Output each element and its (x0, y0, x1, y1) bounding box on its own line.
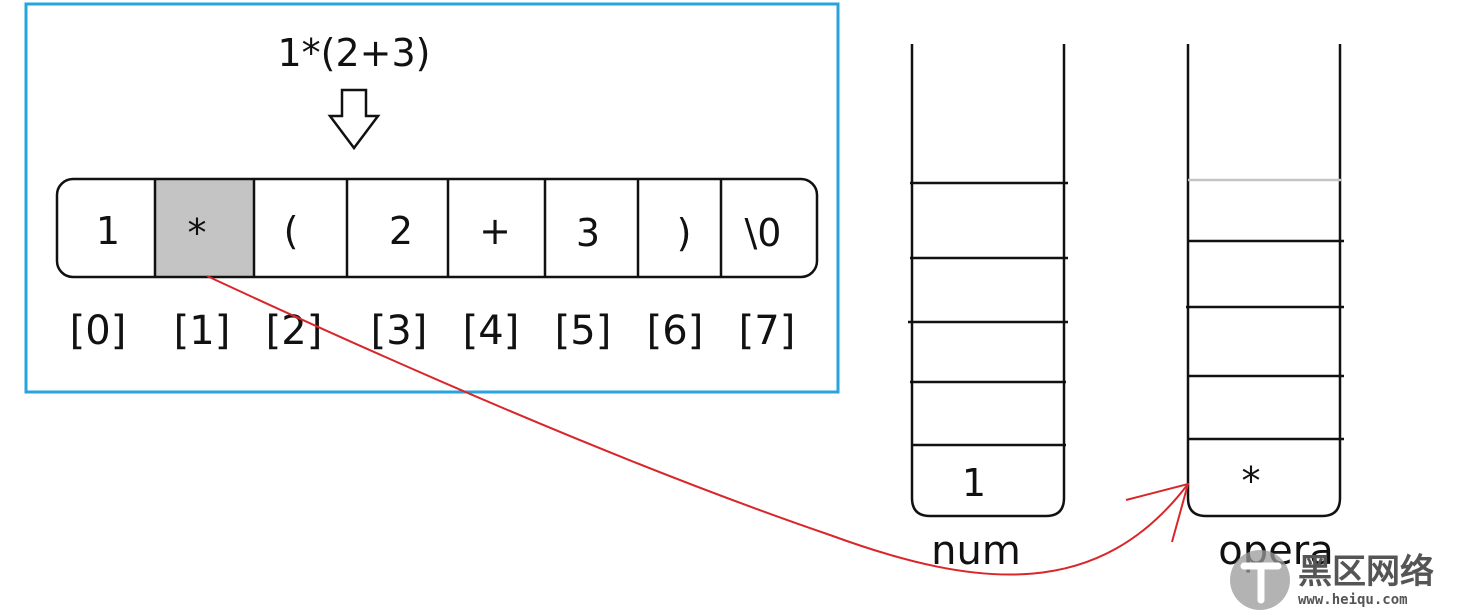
array-cell: + (479, 209, 511, 253)
array-index: [1] (174, 308, 231, 354)
array-cell: \0 (745, 211, 782, 255)
push-arrow-curve (206, 275, 1189, 576)
push-arrow-head-icon (1125, 482, 1190, 543)
array-frame (24, 2, 840, 394)
num-stack-outline (910, 44, 1066, 518)
array-cell: ( (284, 209, 299, 253)
array-cell: 3 (576, 211, 600, 255)
watermark: 黑区网络 www.heiqu.com (1230, 550, 1434, 610)
array-index: [3] (371, 308, 428, 354)
opera-stack-outline (1186, 44, 1342, 518)
expression-label: 1*(2+3) (277, 31, 430, 75)
array-index: [6] (647, 308, 704, 354)
array-index: [5] (555, 308, 612, 354)
array-index: [2] (266, 308, 323, 354)
array-index: [4] (463, 308, 520, 354)
watermark-url: www.heiqu.com (1298, 592, 1408, 608)
down-arrow-icon (327, 88, 381, 151)
watermark-logo-mark (1240, 562, 1282, 604)
num-stack-value: 1 (962, 461, 986, 505)
opera-stack: * opera (1186, 44, 1344, 574)
num-stack: 1 num (908, 44, 1068, 574)
array-outline (55, 177, 819, 279)
watermark-brand: 黑区网络 (1298, 552, 1434, 592)
array-index: [0] (70, 308, 127, 354)
num-stack-label: num (931, 528, 1021, 574)
char-array: 1 * ( 2 + 3 ) \0 (55, 177, 819, 279)
array-cell-highlight (155, 180, 253, 276)
array-cell: ) (677, 211, 692, 255)
array-index: [7] (739, 308, 796, 354)
array-cell: 1 (96, 209, 120, 253)
array-cell: 2 (389, 209, 413, 253)
push-arrow (206, 275, 1190, 576)
array-cell: * (188, 211, 207, 255)
opera-stack-value: * (1242, 459, 1261, 503)
array-indices: [0] [1] [2] [3] [4] [5] [6] [7] (70, 308, 796, 354)
